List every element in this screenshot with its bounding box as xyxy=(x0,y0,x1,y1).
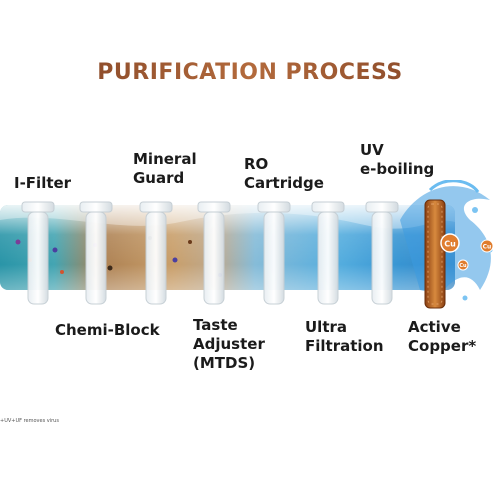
filter-chain-illustration: Cu Cu Cu xyxy=(0,180,494,309)
label-line: Ultra xyxy=(305,318,348,336)
filter-cartridge-icon xyxy=(197,201,231,305)
label-line: Filtration xyxy=(305,337,384,355)
label-line: Guard xyxy=(133,169,185,187)
label-line: Active xyxy=(408,318,461,336)
label-ro-cartridge: RO Cartridge xyxy=(244,155,324,193)
label-line: Copper* xyxy=(408,337,477,355)
filter-cartridge-icon xyxy=(139,201,173,305)
copper-ion-icon: Cu xyxy=(440,233,460,253)
label-line: RO xyxy=(244,155,269,173)
filter-cartridge-icon xyxy=(365,201,399,305)
water-tube xyxy=(0,205,455,290)
footnote: +UV+UF removes virus xyxy=(0,418,59,424)
label-line: Chemi-Block xyxy=(55,321,160,339)
label-line: (MTDS) xyxy=(193,354,256,372)
label-line: Adjuster xyxy=(193,335,265,353)
label-taste-adjuster: Taste Adjuster (MTDS) xyxy=(193,316,265,373)
label-line: I-Filter xyxy=(14,174,72,192)
page-title: PURIFICATION PROCESS xyxy=(0,60,500,85)
filter-cartridge-icon xyxy=(21,201,55,305)
filter-cartridge-icon xyxy=(311,201,345,305)
copper-ion-icon: Cu xyxy=(457,259,469,271)
label-mineral-guard: Mineral Guard xyxy=(133,150,197,188)
label-i-filter: I-Filter xyxy=(14,174,71,193)
copper-ion-label: Cu xyxy=(459,263,467,269)
label-active-copper: Active Copper* xyxy=(408,318,476,356)
label-chemi-block: Chemi-Block xyxy=(55,321,160,340)
label-line: Cartridge xyxy=(244,174,324,192)
filter-cartridge-icon xyxy=(257,201,291,305)
label-ultra-filtration: Ultra Filtration xyxy=(305,318,384,356)
label-uv-eboiling: UV e-boiling xyxy=(360,141,434,179)
copper-cartridge xyxy=(424,199,446,309)
filter-cartridge-icon xyxy=(79,201,113,305)
copper-ion-label: Cu xyxy=(483,244,492,251)
filter-cartridges xyxy=(21,201,399,305)
label-line: Taste xyxy=(193,316,238,334)
copper-ion-label: Cu xyxy=(444,240,456,249)
copper-ion-icon: Cu xyxy=(480,239,494,253)
label-line: e-boiling xyxy=(360,160,435,178)
label-line: UV xyxy=(360,141,384,159)
label-line: Mineral xyxy=(133,150,197,168)
